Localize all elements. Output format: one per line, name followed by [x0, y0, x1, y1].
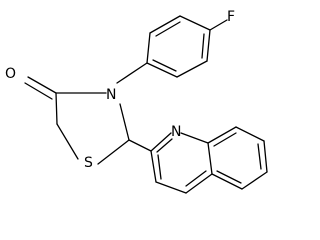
molecule-structure: F O N S N	[5, 9, 268, 194]
bond-c2-quinoline	[128, 139, 152, 152]
atom-label-fluorine: F	[227, 9, 235, 25]
pyridine-bond-2	[180, 132, 209, 144]
benzo-bond-4	[241, 171, 268, 190]
pyridine-bond-4	[185, 173, 213, 194]
pyridine-bond-1	[150, 132, 172, 152]
phenyl-double-1	[155, 21, 181, 37]
pyridine-bond-6	[150, 150, 157, 183]
bond-s1-c5	[56, 123, 79, 160]
benzo-double-1	[213, 132, 237, 147]
atom-label-nitrogen-quinoline: N	[171, 124, 181, 140]
phenyl-bond-3	[179, 15, 211, 31]
phenyl-bond-5	[176, 60, 208, 78]
phenyl-bond-6	[146, 62, 178, 78]
bond-c-f	[209, 19, 228, 31]
phenyl-bond-4	[206, 29, 211, 62]
pyridine-double-2	[185, 170, 207, 187]
benzo-bond-3	[263, 140, 268, 173]
bond-c5-c4	[55, 92, 58, 125]
bond-n3-phenyl	[116, 62, 148, 84]
atom-label-sulfur: S	[84, 155, 93, 171]
phenyl-double-3	[152, 59, 177, 72]
bond-c2-s1	[97, 139, 130, 165]
benzo-double-2	[257, 143, 262, 170]
pyridine-bond-5	[155, 181, 187, 194]
atom-label-oxygen: O	[5, 66, 16, 82]
phenyl-bond-1	[146, 32, 151, 64]
bond-carbonyl-2	[24, 82, 53, 100]
phenyl-double-2	[201, 33, 205, 59]
quinoline-benzo-ring	[207, 126, 268, 190]
benzo-bond-1	[207, 126, 237, 144]
fluorophenyl-ring	[146, 15, 228, 78]
bond-carbonyl-1	[27, 76, 57, 94]
bond-n3-c2	[119, 103, 130, 141]
atom-label-nitrogen-ring: N	[106, 87, 116, 103]
pyridine-bond-3	[207, 142, 213, 175]
thiazolidinone-ring	[24, 76, 130, 165]
pyridine-double-1	[156, 138, 173, 153]
benzo-bond-2	[235, 126, 265, 142]
benzo-bond-5	[211, 173, 243, 190]
quinoline-pyridine-ring	[150, 132, 213, 194]
benzo-double-3	[216, 170, 242, 184]
phenyl-bond-2	[149, 15, 181, 34]
pyridine-double-3	[157, 154, 162, 180]
